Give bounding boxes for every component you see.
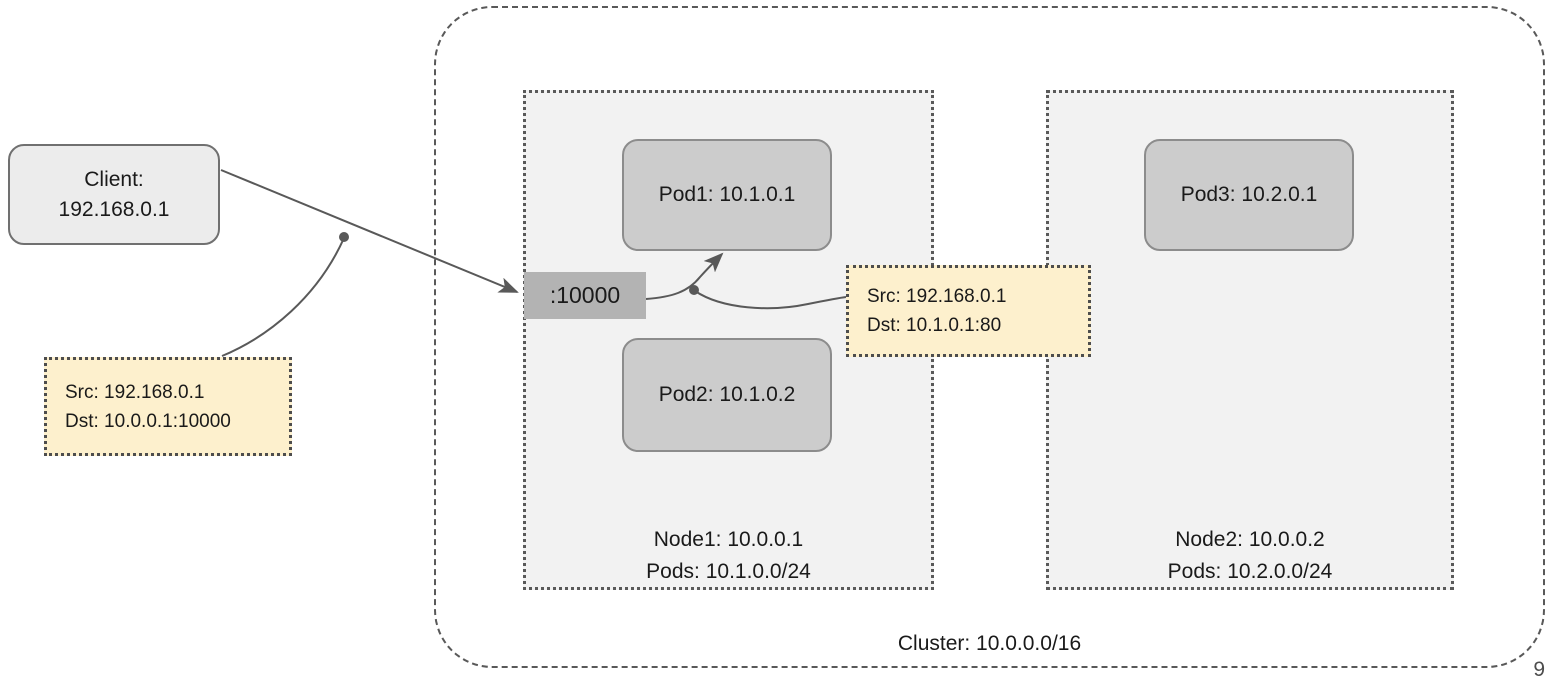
node-label-node1: Node1: 10.0.0.1 Pods: 10.1.0.0/24 xyxy=(646,528,811,583)
cluster-label: Cluster: 10.0.0.0/16 xyxy=(897,632,1082,655)
cluster-boundary xyxy=(434,6,1545,668)
annotation-packet-ingress: Src: 192.168.0.1 Dst: 10.0.0.1:10000 xyxy=(44,357,292,456)
pod-box-pod1[interactable]: Pod1: 10.1.0.1 xyxy=(622,139,832,251)
annotation-packet-dnat: Src: 192.168.0.1 Dst: 10.1.0.1:80 xyxy=(846,265,1091,357)
client-box[interactable]: Client: 192.168.0.1 xyxy=(8,144,220,245)
node-label-node2: Node2: 10.0.0.2 Pods: 10.2.0.0/24 xyxy=(1167,528,1333,583)
pod-box-pod2[interactable]: Pod2: 10.1.0.2 xyxy=(622,338,832,452)
edge-junction-dot-ingress xyxy=(339,232,349,242)
page-number: 9 xyxy=(1533,658,1545,681)
service-nodeport-box[interactable]: :10000 xyxy=(524,272,646,319)
leader-line-packet-ingress xyxy=(221,237,345,357)
pod-box-pod3[interactable]: Pod3: 10.2.0.1 xyxy=(1144,139,1354,251)
